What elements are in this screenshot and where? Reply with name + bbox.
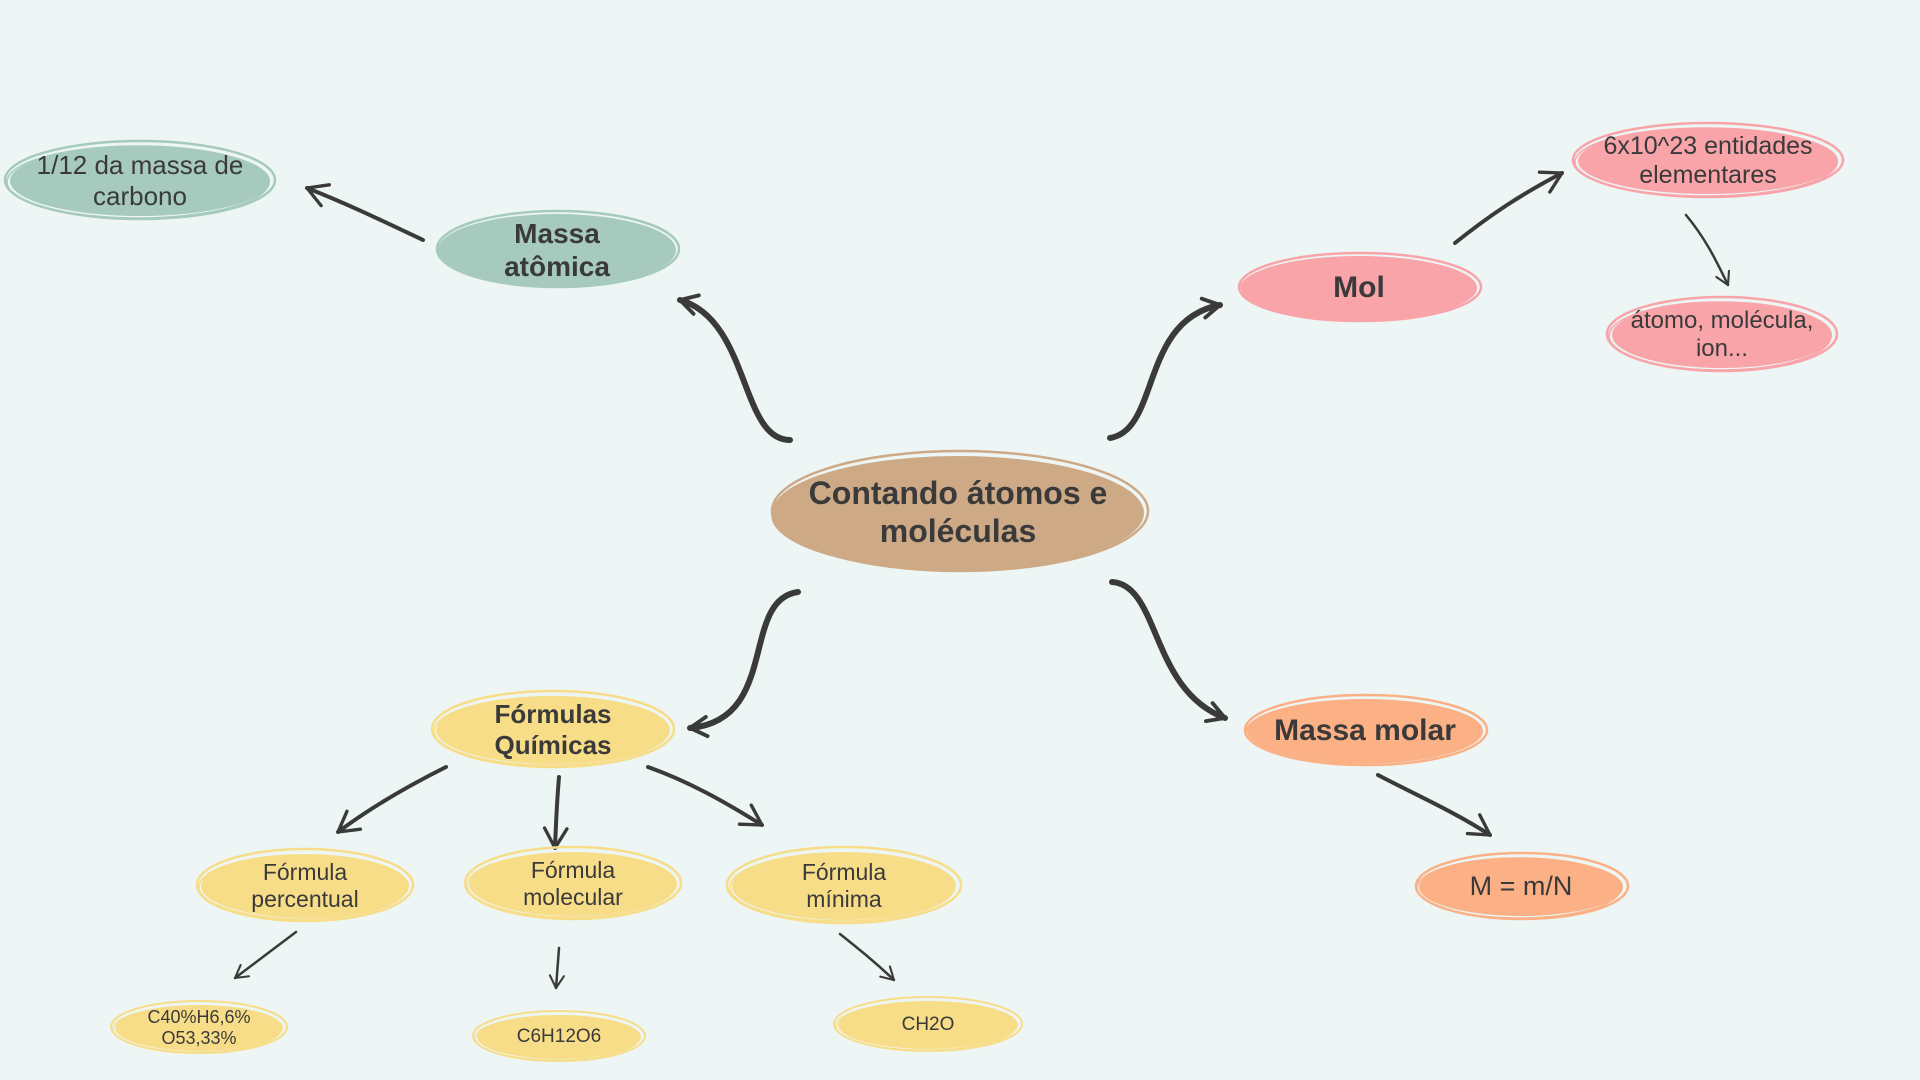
- center-blob-shape: [770, 449, 1150, 573]
- example-percentual-node[interactable]: C40%H6,6% O53,33%: [108, 1000, 290, 1056]
- formula-minima-blob-shape: [725, 845, 963, 925]
- formula-molecular-node[interactable]: Fórmula molecular: [462, 845, 684, 922]
- mol-examples-node[interactable]: átomo, molécula, ion...: [1604, 295, 1840, 374]
- arrow-percentual-to-example: [233, 930, 298, 980]
- arrow-massa-molar-to-formula: [1376, 773, 1492, 837]
- arrow-center-to-mol: [1107, 296, 1223, 441]
- example-minima-blob-shape: [833, 996, 1023, 1052]
- formulas-quimicas-blob-shape: [430, 689, 676, 769]
- formula-minima-label: Fórmula mínima: [801, 858, 887, 912]
- arrow-center-to-massa-atomica: [677, 293, 793, 443]
- arrow-center-to-massa-molar: [1109, 579, 1228, 724]
- example-minima-node[interactable]: CH2O: [830, 996, 1026, 1054]
- massa-molar-formula-label: M = m/N: [1469, 871, 1573, 902]
- mol-examples-blob-shape: [1605, 295, 1839, 373]
- formula-molecular-label: Fórmula molecular: [523, 856, 623, 910]
- example-percentual-label: C40%H6,6% O53,33%: [147, 1006, 251, 1048]
- formula-percentual-blob-shape: [195, 847, 415, 923]
- formulas-quimicas-label: Fórmulas Químicas: [494, 699, 612, 760]
- mol-examples-label: átomo, molécula, ion...: [1630, 306, 1814, 362]
- center-topic-node[interactable]: Contando átomos e moléculas: [768, 449, 1150, 574]
- massa-atomica-label: Massa atômica: [504, 217, 610, 282]
- massa-molar-blob-shape: [1243, 693, 1489, 767]
- formula-minima-node[interactable]: Fórmula mínima: [724, 845, 964, 926]
- massa-atomica-definition-blob-shape: [3, 139, 277, 221]
- example-percentual-blob-shape: [110, 1000, 288, 1054]
- arrow-formulas-to-minima: [646, 765, 764, 827]
- mol-definition-label: 6x10^23 entidades elementares: [1603, 131, 1813, 190]
- arrow-minima-to-example: [838, 932, 896, 982]
- massa-atomica-blob-shape: [435, 209, 681, 289]
- arrow-formulas-to-percentual: [336, 765, 448, 834]
- massa-atomica-node[interactable]: Massa atômica: [434, 209, 681, 290]
- example-molecular-blob-shape: [472, 1010, 646, 1062]
- arrow-mol-to-def: [1453, 170, 1564, 245]
- example-molecular-node[interactable]: C6H12O6: [470, 1010, 648, 1064]
- formula-percentual-label: Fórmula percentual: [251, 858, 359, 912]
- massa-molar-node[interactable]: Massa molar: [1242, 693, 1489, 768]
- mol-definition-node[interactable]: 6x10^23 entidades elementares: [1570, 121, 1846, 200]
- example-minima-label: CH2O: [901, 1013, 955, 1035]
- mol-label: Mol: [1333, 271, 1385, 305]
- massa-atomica-definition-label: 1/12 da massa de carbono: [36, 150, 244, 211]
- massa-atomica-definition-node[interactable]: 1/12 da massa de carbono: [2, 139, 278, 222]
- arrow-moldef-to-examples: [1684, 213, 1731, 287]
- massa-molar-label: Massa molar: [1274, 714, 1456, 748]
- formula-molecular-blob-shape: [463, 845, 683, 921]
- arrow-molecular-to-example: [548, 946, 565, 990]
- formula-percentual-node[interactable]: Fórmula percentual: [194, 847, 416, 924]
- massa-molar-formula-blob-shape: [1414, 851, 1630, 921]
- mol-node[interactable]: Mol: [1236, 251, 1483, 324]
- arrow-massa-atomica-to-def: [305, 183, 425, 242]
- example-molecular-label: C6H12O6: [516, 1025, 602, 1047]
- formulas-quimicas-node[interactable]: Fórmulas Químicas: [430, 689, 676, 770]
- mol-blob-shape: [1237, 251, 1483, 323]
- arrow-center-to-formulas: [687, 589, 801, 738]
- massa-molar-formula-node[interactable]: M = m/N: [1412, 851, 1630, 922]
- mol-definition-blob-shape: [1571, 121, 1845, 199]
- center-topic-label: Contando átomos e moléculas: [808, 475, 1108, 549]
- arrow-formulas-to-molecular: [542, 775, 569, 850]
